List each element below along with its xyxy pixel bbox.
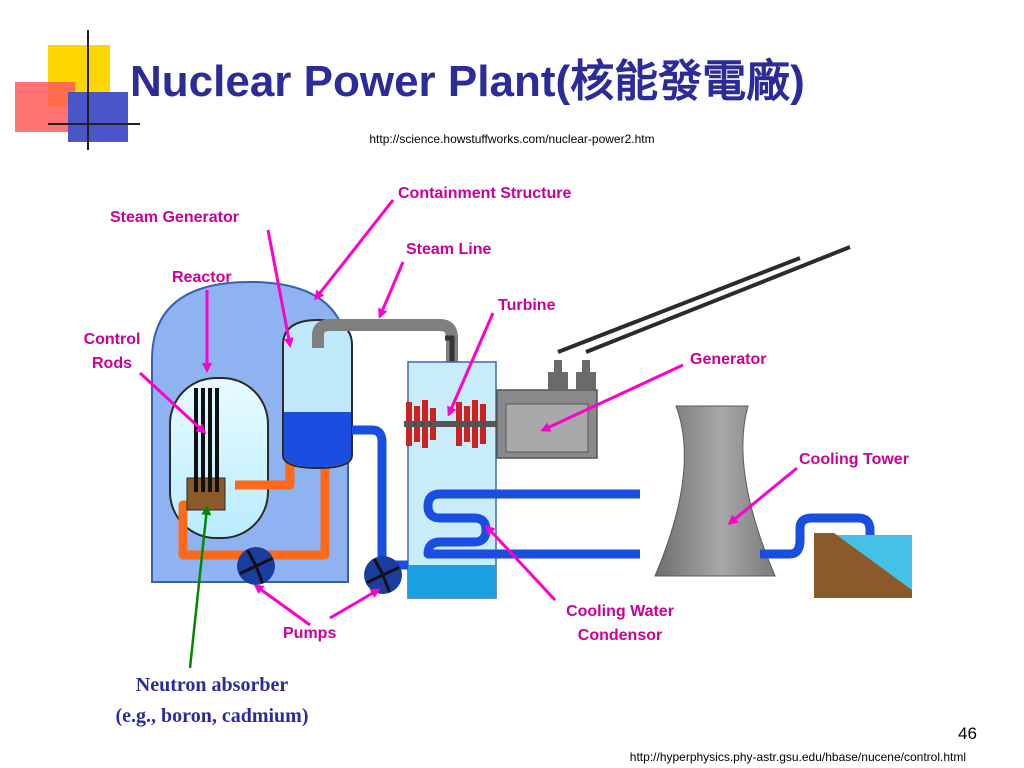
condensor-arrow bbox=[484, 524, 557, 602]
cooling-tower bbox=[654, 405, 776, 577]
page-title: Nuclear Power Plant(核能發電廠) bbox=[130, 57, 805, 106]
control-rods-arrow bbox=[138, 371, 207, 435]
label-containment-structure: Containment Structure bbox=[398, 185, 571, 202]
turbine-arrow bbox=[447, 312, 495, 417]
generator-arrow bbox=[540, 363, 684, 432]
label-cooling-water-line2: Condensor bbox=[578, 627, 662, 644]
label-reactor: Reactor bbox=[172, 269, 232, 286]
condenser-water bbox=[408, 565, 496, 598]
slide-decoration bbox=[15, 30, 140, 150]
containment-arrow bbox=[314, 199, 395, 301]
control-rods bbox=[194, 388, 219, 492]
neutron-absorber-arrow bbox=[188, 505, 212, 669]
condenser-coils bbox=[423, 489, 640, 559]
cooling-tower-arrow bbox=[727, 466, 798, 525]
label-cooling-water-line1: Cooling Water bbox=[566, 603, 674, 620]
neutron-absorber-block bbox=[186, 477, 226, 511]
label-turbine: Turbine bbox=[498, 297, 556, 314]
generator-terminals bbox=[548, 360, 596, 390]
label-neutron-absorber-line2: (e.g., boron, cadmium) bbox=[116, 705, 309, 727]
steam-line-arrow bbox=[378, 261, 405, 319]
pumps-arrow-right bbox=[329, 588, 381, 620]
blue-square bbox=[68, 92, 128, 142]
pump-left-icon bbox=[237, 547, 275, 585]
label-control-rods-line1: Control bbox=[84, 331, 141, 348]
turbine-building bbox=[407, 361, 497, 599]
power-line-1 bbox=[557, 256, 801, 354]
page-number: 46 bbox=[958, 724, 977, 743]
source-url-top: http://science.howstuffworks.com/nuclear… bbox=[369, 132, 655, 146]
pumps-arrow-left bbox=[253, 584, 311, 627]
power-line-2 bbox=[585, 245, 851, 354]
turbine-blades bbox=[404, 400, 500, 448]
label-generator: Generator bbox=[690, 351, 766, 368]
outflow-pipe bbox=[760, 513, 875, 559]
steam-generator-water bbox=[284, 412, 351, 467]
label-control-rods-line2: Rods bbox=[92, 355, 132, 372]
label-steam-generator: Steam Generator bbox=[110, 209, 239, 226]
pump-right-icon bbox=[364, 556, 402, 594]
river-bank bbox=[814, 533, 912, 598]
steam-line bbox=[312, 319, 458, 380]
cold-water-loop bbox=[352, 425, 408, 570]
label-cooling-tower: Cooling Tower bbox=[799, 451, 909, 468]
label-neutron-absorber-line1: Neutron absorber bbox=[136, 674, 289, 696]
source-url-bottom: http://hyperphysics.phy-astr.gsu.edu/hba… bbox=[629, 750, 966, 764]
label-pumps: Pumps bbox=[283, 625, 336, 642]
steam-generator-arrow bbox=[266, 229, 294, 348]
label-steam-line: Steam Line bbox=[406, 241, 491, 258]
